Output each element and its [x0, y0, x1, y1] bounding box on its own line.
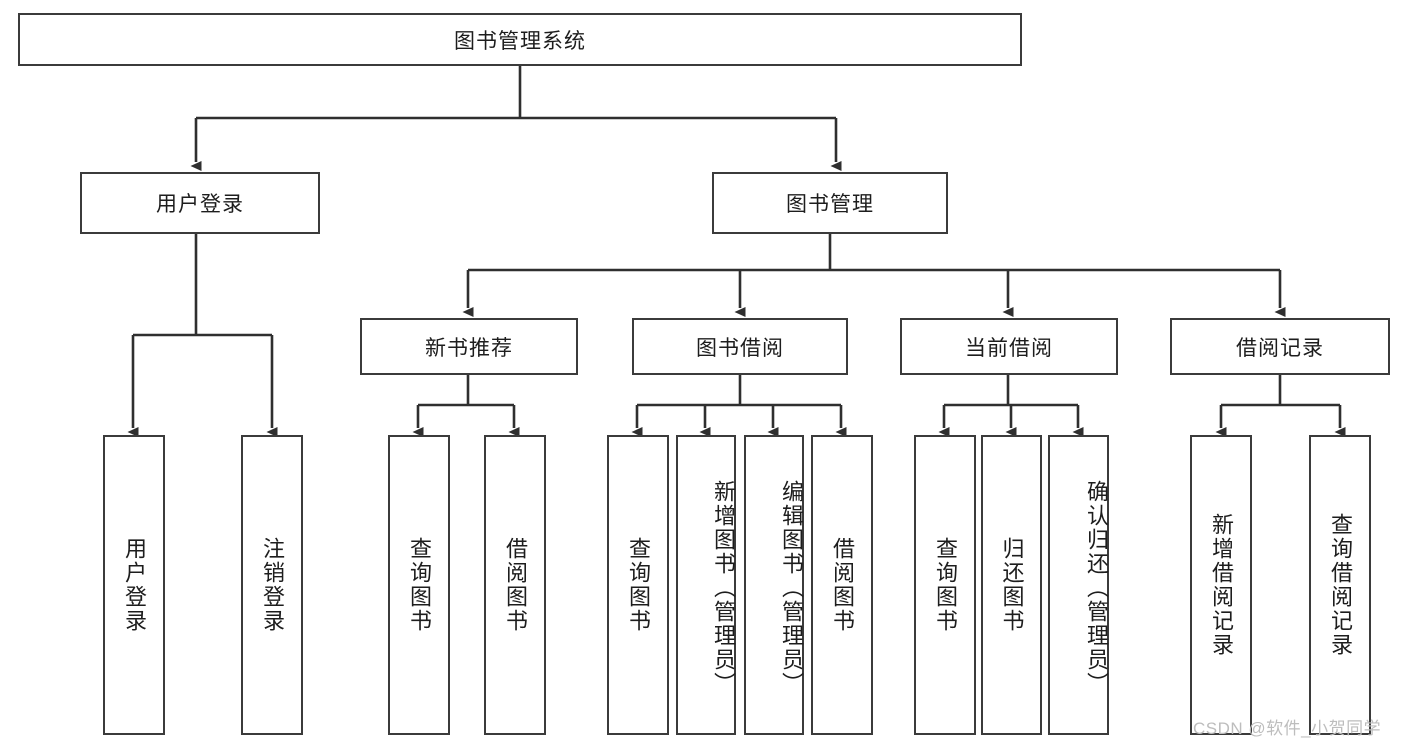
node-label: 图书借阅 — [696, 336, 784, 360]
node-label: 查询图书 — [933, 537, 958, 633]
node-borrow-record[interactable]: 借阅记录 — [1170, 318, 1390, 375]
csdn-watermark: CSDN @软件_小贺同学 — [1193, 719, 1382, 738]
node-label: 用户登录 — [156, 193, 244, 216]
leaf-book-borrow-edit-book-admin[interactable]: 编辑图书（管理员） — [744, 435, 804, 735]
leaf-borrow-record-add-record[interactable]: 新增借阅记录 — [1190, 435, 1252, 735]
node-label: 用户登录 — [122, 537, 147, 633]
leaf-user-login-login[interactable]: 用户登录 — [103, 435, 165, 735]
node-new-book-recommend[interactable]: 新书推荐 — [360, 318, 578, 375]
node-user-login[interactable]: 用户登录 — [80, 172, 320, 234]
leaf-new-book-borrow-book[interactable]: 借阅图书 — [484, 435, 546, 735]
leaf-current-borrow-query-book[interactable]: 查询图书 — [914, 435, 976, 735]
node-label: 新增借阅记录 — [1209, 513, 1234, 657]
node-label: 查询图书 — [626, 537, 651, 633]
node-label: 图书管理系统 — [454, 29, 586, 53]
leaf-book-borrow-query-book[interactable]: 查询图书 — [607, 435, 669, 735]
node-book-management[interactable]: 图书管理 — [712, 172, 948, 234]
node-label: 查询图书 — [407, 537, 432, 633]
leaf-borrow-record-query-record[interactable]: 查询借阅记录 — [1309, 435, 1371, 735]
node-label: 借阅图书 — [830, 537, 855, 633]
leaf-current-borrow-confirm-return-admin[interactable]: 确认归还（管理员） — [1048, 435, 1109, 735]
leaf-book-borrow-add-book-admin[interactable]: 新增图书（管理员） — [676, 435, 736, 735]
node-label: 编辑图书（管理员） — [779, 480, 804, 696]
leaf-new-book-query-book[interactable]: 查询图书 — [388, 435, 450, 735]
node-label: 借阅图书 — [503, 537, 528, 633]
node-current-borrow[interactable]: 当前借阅 — [900, 318, 1118, 375]
node-label: 新书推荐 — [425, 336, 513, 360]
node-label: 注销登录 — [260, 537, 285, 633]
node-label: 当前借阅 — [965, 336, 1053, 360]
node-book-borrow[interactable]: 图书借阅 — [632, 318, 848, 375]
leaf-user-login-logout[interactable]: 注销登录 — [241, 435, 303, 735]
node-label: 图书管理 — [786, 193, 874, 216]
node-root-book-management-system[interactable]: 图书管理系统 — [18, 13, 1022, 66]
node-label: 归还图书 — [999, 537, 1025, 633]
leaf-book-borrow-borrow-book[interactable]: 借阅图书 — [811, 435, 873, 735]
leaf-current-borrow-return-book[interactable]: 归还图书 — [981, 435, 1042, 735]
node-label: 确认归还（管理员） — [1084, 480, 1109, 696]
node-label: 查询借阅记录 — [1328, 513, 1353, 657]
node-label: 借阅记录 — [1236, 336, 1324, 360]
node-label: 新增图书（管理员） — [711, 480, 736, 696]
